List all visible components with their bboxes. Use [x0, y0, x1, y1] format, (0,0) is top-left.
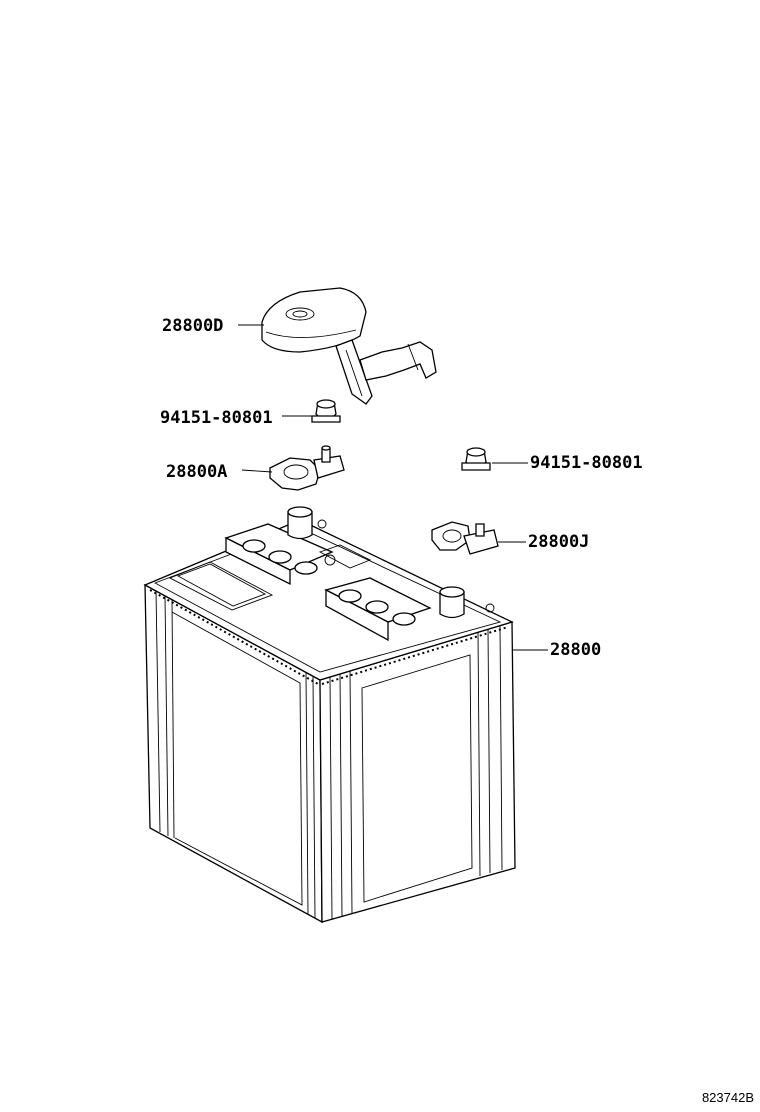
- battery: [143, 506, 516, 924]
- nut-right-part: [461, 447, 491, 471]
- callout-clamp-positive: 28800A: [166, 462, 227, 482]
- clamp-positive-part: [269, 445, 345, 491]
- clamp-negative-part: [431, 521, 499, 555]
- figure-code: 823742B: [702, 1090, 754, 1105]
- callout-clamp-negative: 28800J: [528, 532, 589, 552]
- callout-terminal-cover: 28800D: [162, 316, 223, 336]
- terminal-cover-part: [261, 287, 437, 405]
- callout-nut-right: 94151-80801: [530, 453, 643, 473]
- callout-nut-left: 94151-80801: [160, 408, 273, 428]
- nut-left-part: [311, 399, 341, 423]
- leader-lines: [238, 324, 548, 651]
- callout-battery: 28800: [550, 640, 601, 660]
